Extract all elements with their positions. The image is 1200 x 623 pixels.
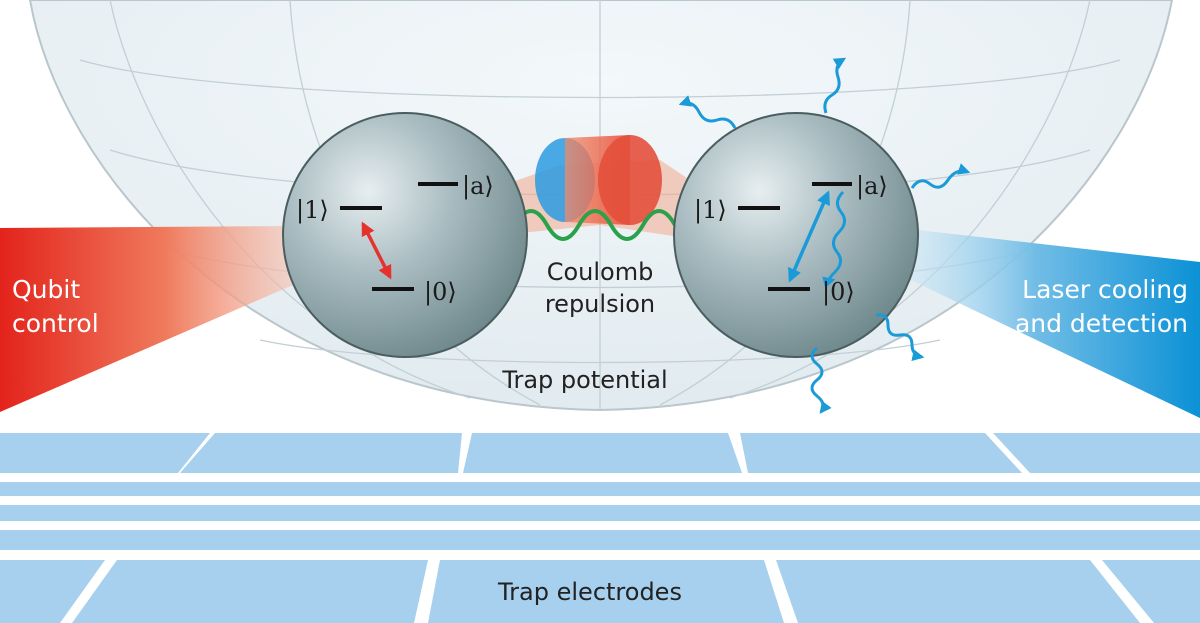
trap-potential-label: Trap potential xyxy=(501,366,667,394)
trap-electrodes-label: Trap electrodes xyxy=(497,578,682,606)
qubit-control-label-line1: Qubit xyxy=(12,275,80,304)
left-ion xyxy=(282,112,528,358)
trap-electrodes xyxy=(0,433,1200,623)
left-ion-level-a: |a⟩ xyxy=(462,172,494,201)
left-ion-level-1: |1⟩ xyxy=(296,196,329,225)
qubit-control-beam xyxy=(0,226,300,412)
coulomb-wave xyxy=(513,209,677,241)
laser-cooling-label-line1: Laser cooling xyxy=(1022,275,1188,304)
coupling-beams xyxy=(490,135,720,240)
left-ion-level-0: |0⟩ xyxy=(424,278,457,307)
right-ion-level-1: |1⟩ xyxy=(694,196,727,225)
coulomb-label-line2: repulsion xyxy=(545,290,655,318)
right-ion-level-a: |a⟩ xyxy=(856,172,888,201)
laser-cooling-beam xyxy=(900,228,1200,418)
laser-cooling-label-line2: and detection xyxy=(1015,309,1188,338)
scattered-photons xyxy=(678,57,971,414)
coulomb-label-line1: Coulomb xyxy=(547,258,654,286)
right-ion-level-0: |0⟩ xyxy=(822,278,855,307)
qubit-control-label-line2: control xyxy=(12,309,99,338)
right-ion xyxy=(673,112,919,358)
